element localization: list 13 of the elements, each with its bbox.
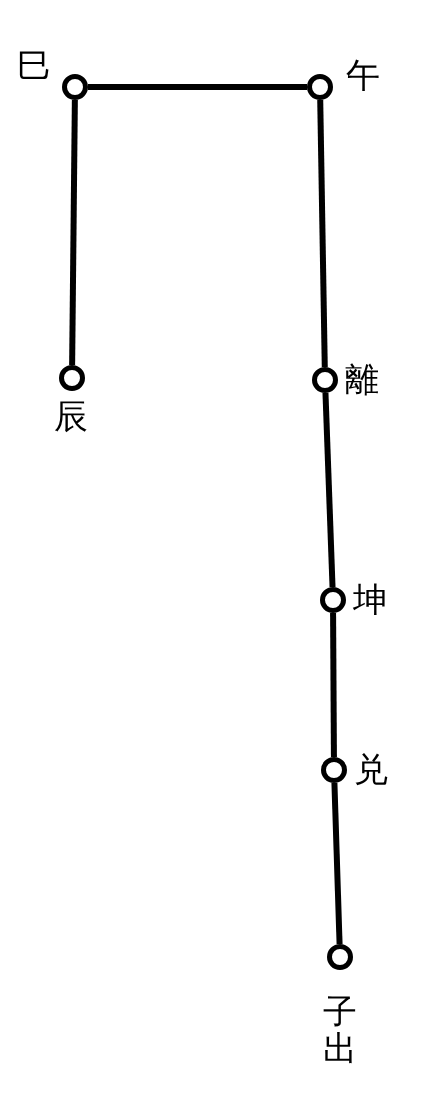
node-label: 坤: [353, 581, 387, 619]
node-label: 巳: [17, 47, 51, 85]
node-label: 子出: [323, 993, 357, 1068]
connector-line: [69, 99, 78, 366]
node-label: 辰: [54, 398, 88, 436]
connector-line: [88, 84, 307, 90]
connector-line: [330, 613, 337, 757]
connector-line: [317, 99, 328, 368]
node-label: 午: [346, 57, 380, 95]
node-label: 兑: [354, 751, 388, 789]
node-label: 離: [345, 361, 379, 399]
connector-line: [331, 782, 343, 945]
connector-line: [322, 392, 336, 588]
